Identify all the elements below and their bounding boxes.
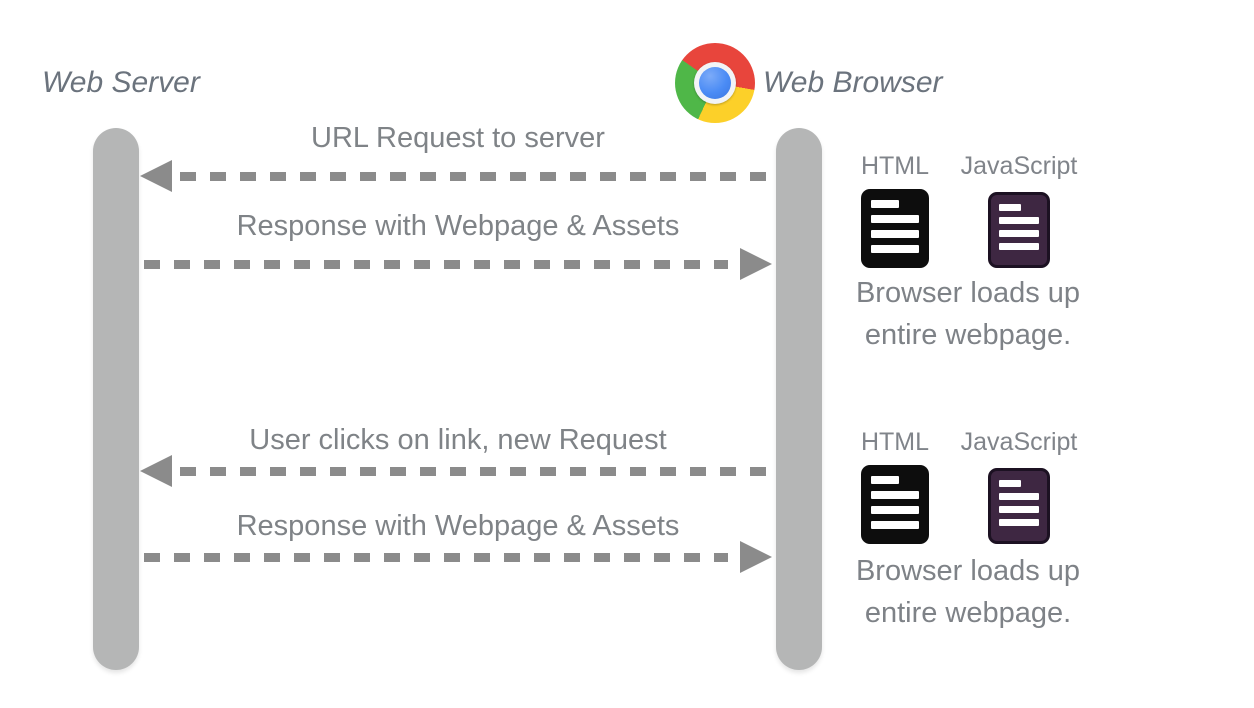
- doc-text-line: [871, 506, 919, 514]
- load-caption-line: Browser loads up: [855, 555, 1081, 587]
- html-document-icon: [861, 465, 929, 544]
- dashed-arrow-line: [144, 553, 728, 562]
- doc-text-line: [999, 204, 1021, 211]
- arrow-right-icon: [740, 248, 772, 280]
- doc-text-line: [999, 217, 1039, 224]
- server-lifeline: [93, 128, 139, 670]
- arrow-left-icon: [140, 160, 172, 192]
- dashed-arrow-line: [144, 260, 728, 269]
- message-label-response-1: Response with Webpage & Assets: [236, 210, 680, 242]
- dashed-arrow-line: [180, 467, 776, 476]
- javascript-document-icon: [988, 192, 1050, 268]
- doc-text-line: [871, 491, 919, 499]
- file-label-html: HTML: [860, 428, 930, 456]
- message-label-user-clicks: User clicks on link, new Request: [249, 424, 667, 456]
- doc-text-line: [999, 230, 1039, 237]
- doc-text-line: [871, 200, 899, 208]
- load-caption-line: entire webpage.: [864, 319, 1072, 351]
- file-label-html: HTML: [860, 152, 930, 180]
- load-caption: Browser loads up entire webpage.: [845, 550, 1091, 634]
- arrow-right-icon: [740, 541, 772, 573]
- doc-text-line: [999, 506, 1039, 513]
- load-caption: Browser loads up entire webpage.: [845, 272, 1091, 356]
- load-caption-line: Browser loads up: [855, 277, 1081, 309]
- doc-text-line: [999, 493, 1039, 500]
- javascript-document-icon: [988, 468, 1050, 544]
- chrome-icon: [675, 43, 755, 123]
- doc-text-line: [871, 215, 919, 223]
- browser-title: Web Browser: [763, 66, 943, 99]
- doc-text-line: [871, 245, 919, 253]
- load-caption-line: entire webpage.: [864, 597, 1072, 629]
- chrome-icon-core: [699, 67, 731, 99]
- html-document-icon: [861, 189, 929, 268]
- doc-text-line: [999, 519, 1039, 526]
- file-label-javascript: JavaScript: [960, 428, 1078, 456]
- doc-text-line: [999, 480, 1021, 487]
- doc-text-line: [871, 521, 919, 529]
- doc-text-line: [871, 230, 919, 238]
- arrow-left-icon: [140, 455, 172, 487]
- message-label-response-2: Response with Webpage & Assets: [236, 510, 680, 542]
- file-label-javascript: JavaScript: [960, 152, 1078, 180]
- doc-text-line: [871, 476, 899, 484]
- message-label-url-request: URL Request to server: [311, 122, 605, 154]
- dashed-arrow-line: [180, 172, 776, 181]
- server-title: Web Server: [42, 66, 200, 99]
- browser-lifeline: [776, 128, 822, 670]
- doc-text-line: [999, 243, 1039, 250]
